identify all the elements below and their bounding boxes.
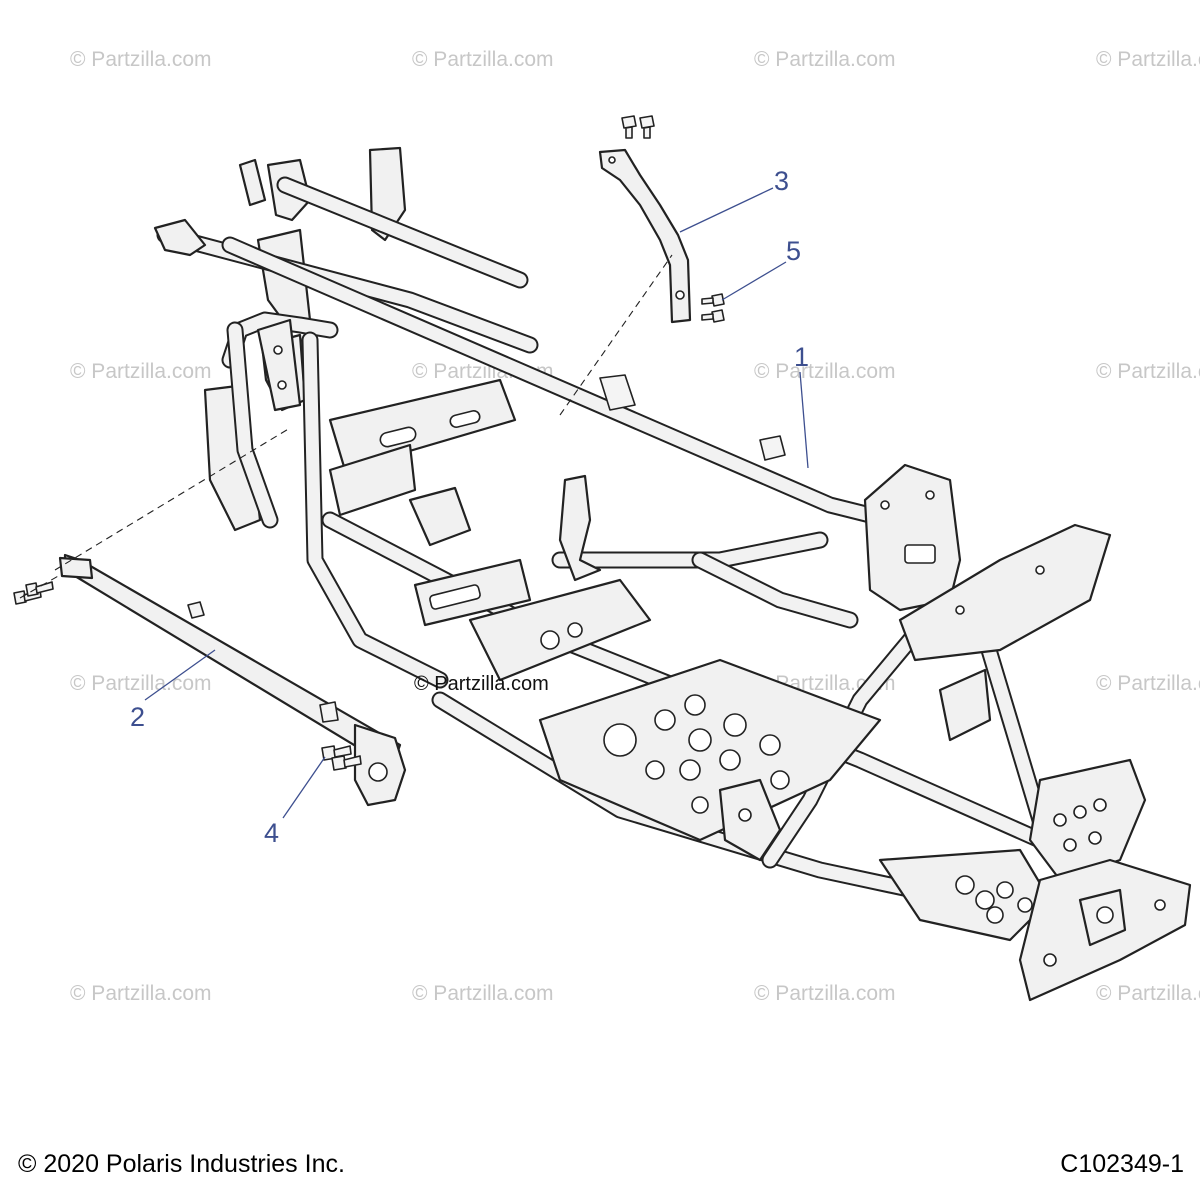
support-bracket — [598, 148, 692, 324]
watermark: © Partzilla.com — [70, 48, 212, 71]
watermark: © Partzilla.com — [1096, 360, 1200, 383]
copyright-notice: © 2020 Polaris Industries Inc. — [18, 1150, 345, 1178]
callout-4: 4 — [264, 818, 279, 848]
watermark: © Partzilla.com — [70, 360, 212, 383]
assembly-lines — [19, 254, 673, 599]
watermark: © Partzilla.com — [412, 982, 554, 1005]
watermark: © Partzilla.com — [70, 672, 212, 695]
watermark: © Partzilla.com — [70, 982, 212, 1005]
bolts-top — [621, 115, 655, 139]
main-frame — [153, 146, 1192, 1002]
watermark-grid: © Partzilla.com © Partzilla.com © Partzi… — [70, 48, 1200, 1005]
callout-1: 1 — [794, 342, 809, 372]
watermark: © Partzilla.com — [412, 48, 554, 71]
bolts-part-2 — [13, 581, 54, 605]
center-watermark: © Partzilla.com — [414, 673, 549, 695]
watermark: © Partzilla.com — [1096, 48, 1200, 71]
rear-cross-tube — [58, 553, 407, 807]
callout-labels: 1 2 3 4 5 — [130, 166, 809, 848]
watermark: © Partzilla.com — [754, 48, 896, 71]
watermark: © Partzilla.com — [754, 360, 896, 383]
watermark: © Partzilla.com — [1096, 982, 1200, 1005]
watermark: © Partzilla.com — [754, 982, 896, 1005]
watermark: © Partzilla.com — [1096, 672, 1200, 695]
callout-5: 5 — [786, 236, 801, 266]
drawing-number: C102349-1 — [1060, 1150, 1184, 1178]
callout-3: 3 — [774, 166, 789, 196]
callout-2: 2 — [130, 702, 145, 732]
leader-lines — [144, 187, 809, 819]
bolts-part-4 — [321, 745, 362, 771]
bolts-part-5 — [701, 293, 725, 323]
